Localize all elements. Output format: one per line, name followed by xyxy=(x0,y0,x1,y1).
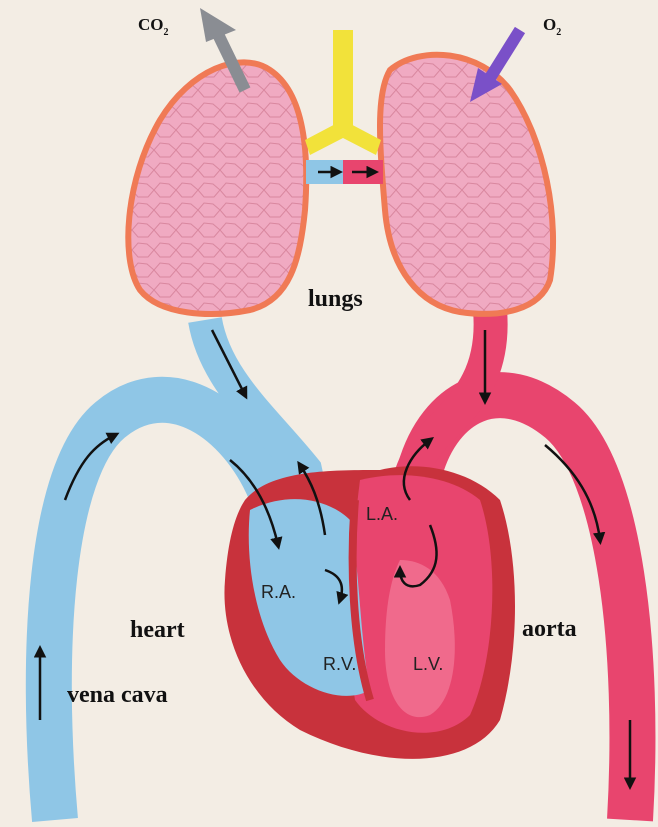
vena-cava-label: vena cava xyxy=(67,682,168,708)
heart-label: heart xyxy=(130,617,185,643)
lungs-label: lungs xyxy=(308,286,363,312)
aorta-label: aorta xyxy=(522,616,577,642)
rv-label: R.V. xyxy=(323,654,356,674)
la-label: L.A. xyxy=(366,504,398,524)
lv-label: L.V. xyxy=(413,654,443,674)
ra-label: R.A. xyxy=(261,582,296,602)
